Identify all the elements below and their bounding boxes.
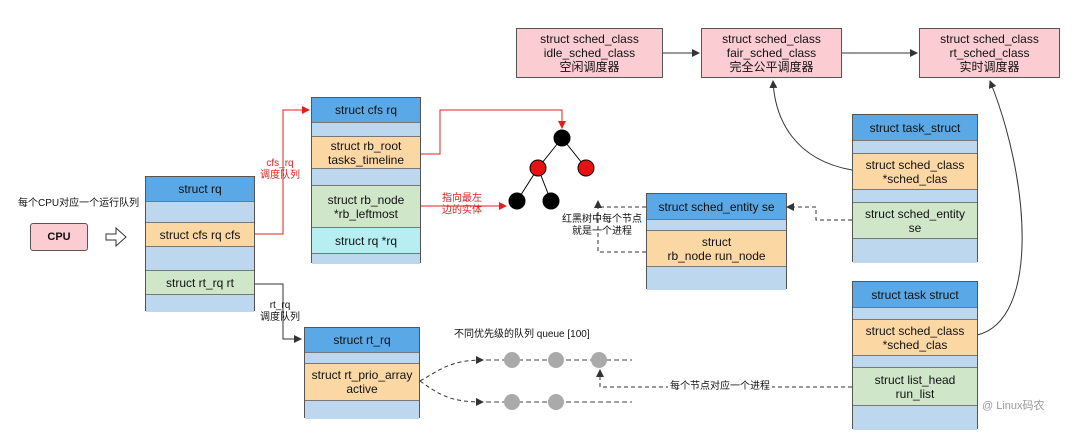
- queue-node: [548, 352, 564, 368]
- rb-node-black: [542, 192, 560, 210]
- cfs-rq-spacer: [312, 169, 420, 186]
- struct-cfs-rq: struct cfs rq struct rb_root tasks_timel…: [311, 97, 421, 264]
- arrow-runnode-to-tree: [594, 200, 646, 253]
- sched-entity-spacer: [647, 267, 786, 290]
- cfs-rq-spacer: [312, 254, 420, 264]
- task2-spacer: [853, 308, 977, 320]
- struct-rt-rq: struct rt_rq struct rt_prio_array active: [304, 327, 420, 419]
- cfs-rq-label: cfs_rq 调度队列: [260, 158, 300, 181]
- sched-entity-title: struct sched_entity se: [647, 194, 786, 220]
- idle-sched-class: struct sched_class idle_sched_class 空闲调度…: [516, 28, 663, 78]
- rq-title: struct rq: [146, 177, 254, 202]
- list-node-note: 每个节点对应一个进程: [668, 381, 772, 393]
- rt-rq-label: rt_rq 调度队列: [260, 300, 300, 323]
- cfs-rq-title: struct cfs rq: [312, 98, 420, 123]
- struct-sched-entity: struct sched_entity se struct rb_node ru…: [646, 193, 787, 290]
- task1-spacer: [853, 141, 977, 154]
- cfs-rq-rq-ptr: struct rq *rq: [312, 228, 420, 254]
- task1-spacer: [853, 239, 977, 263]
- arrow-active-to-queue2: [419, 380, 484, 406]
- rb-node-note: 红黑树中每个节点 就是一个进程: [562, 214, 642, 237]
- queue-label: 不同优先级的队列 queue [100]: [454, 329, 590, 340]
- rb-tree: [508, 129, 595, 210]
- rt-rq-title: struct rt_rq: [305, 328, 419, 353]
- task-struct-1: struct task_struct struct sched_class *s…: [852, 114, 978, 263]
- rt-rq-spacer: [305, 353, 419, 364]
- arrow-active-to-queue1: [419, 356, 484, 382]
- queue-node: [591, 352, 607, 368]
- rt-rq-active: struct rt_prio_array active: [305, 364, 419, 401]
- task1-se: struct sched_entity se: [853, 203, 977, 239]
- queue-node: [504, 394, 520, 410]
- rt-rq-spacer: [305, 401, 419, 419]
- sched-entity-spacer: [647, 220, 786, 231]
- rt-sched-class: struct sched_class rt_sched_class 实时调度器: [919, 28, 1060, 78]
- task1-sched-class: struct sched_class *sched_clas: [853, 154, 977, 190]
- rq-spacer: [146, 295, 254, 312]
- cfs-rq-rb-root: struct rb_root tasks_timeline: [312, 137, 420, 169]
- task1-title: struct task_struct: [853, 115, 977, 141]
- task2-spacer: [853, 406, 977, 430]
- rb-node-leftmost: [508, 192, 526, 210]
- fair-sched-class: struct sched_class fair_sched_class 完全公平…: [701, 28, 842, 78]
- cpu-box: CPU: [30, 223, 88, 251]
- queue-node: [504, 352, 520, 368]
- queue-node: [548, 394, 564, 410]
- cfs-rq-rb-leftmost: struct rb_node *rb_leftmost: [312, 186, 420, 228]
- rq-spacer: [146, 247, 254, 271]
- sched-entity-run-node: struct rb_node run_node: [647, 231, 786, 267]
- cfs-rq-spacer: [312, 123, 420, 137]
- rq-spacer: [146, 202, 254, 223]
- task2-title: struct task struct: [853, 282, 977, 308]
- task-struct-2: struct task struct struct sched_class *s…: [852, 281, 978, 430]
- arrow-rq-to-rt-rq: [254, 283, 302, 343]
- arrow-rq-to-cfs-rq: [254, 106, 310, 235]
- cpu-hollow-arrow: [105, 226, 127, 248]
- rb-node-root: [553, 129, 571, 147]
- task2-sched-class: struct sched_class *sched_clas: [853, 320, 977, 356]
- rq-rt-field: struct rt_rq rt: [146, 271, 254, 295]
- arrow-task1-se-to-entity: [786, 203, 852, 221]
- task1-spacer: [853, 190, 977, 203]
- cpu-caption: 每个CPU对应一个运行队列: [18, 198, 140, 209]
- arrow-rbroot-to-tree: [420, 109, 566, 155]
- arrow-task1-to-fair: [769, 80, 853, 171]
- watermark: @ Linux码农: [982, 400, 1045, 412]
- arrow-task2-to-rt: [976, 80, 1023, 336]
- task2-run-list: struct list_head run_list: [853, 368, 977, 406]
- rb-node-red: [529, 159, 547, 177]
- task2-spacer: [853, 356, 977, 368]
- rb-node-red: [577, 159, 595, 177]
- struct-rq: struct rq struct cfs rq cfs struct rt_rq…: [145, 176, 255, 312]
- rq-cfs-field: struct cfs rq cfs: [146, 223, 254, 247]
- leftmost-note: 指向最左 边的实体: [442, 193, 482, 216]
